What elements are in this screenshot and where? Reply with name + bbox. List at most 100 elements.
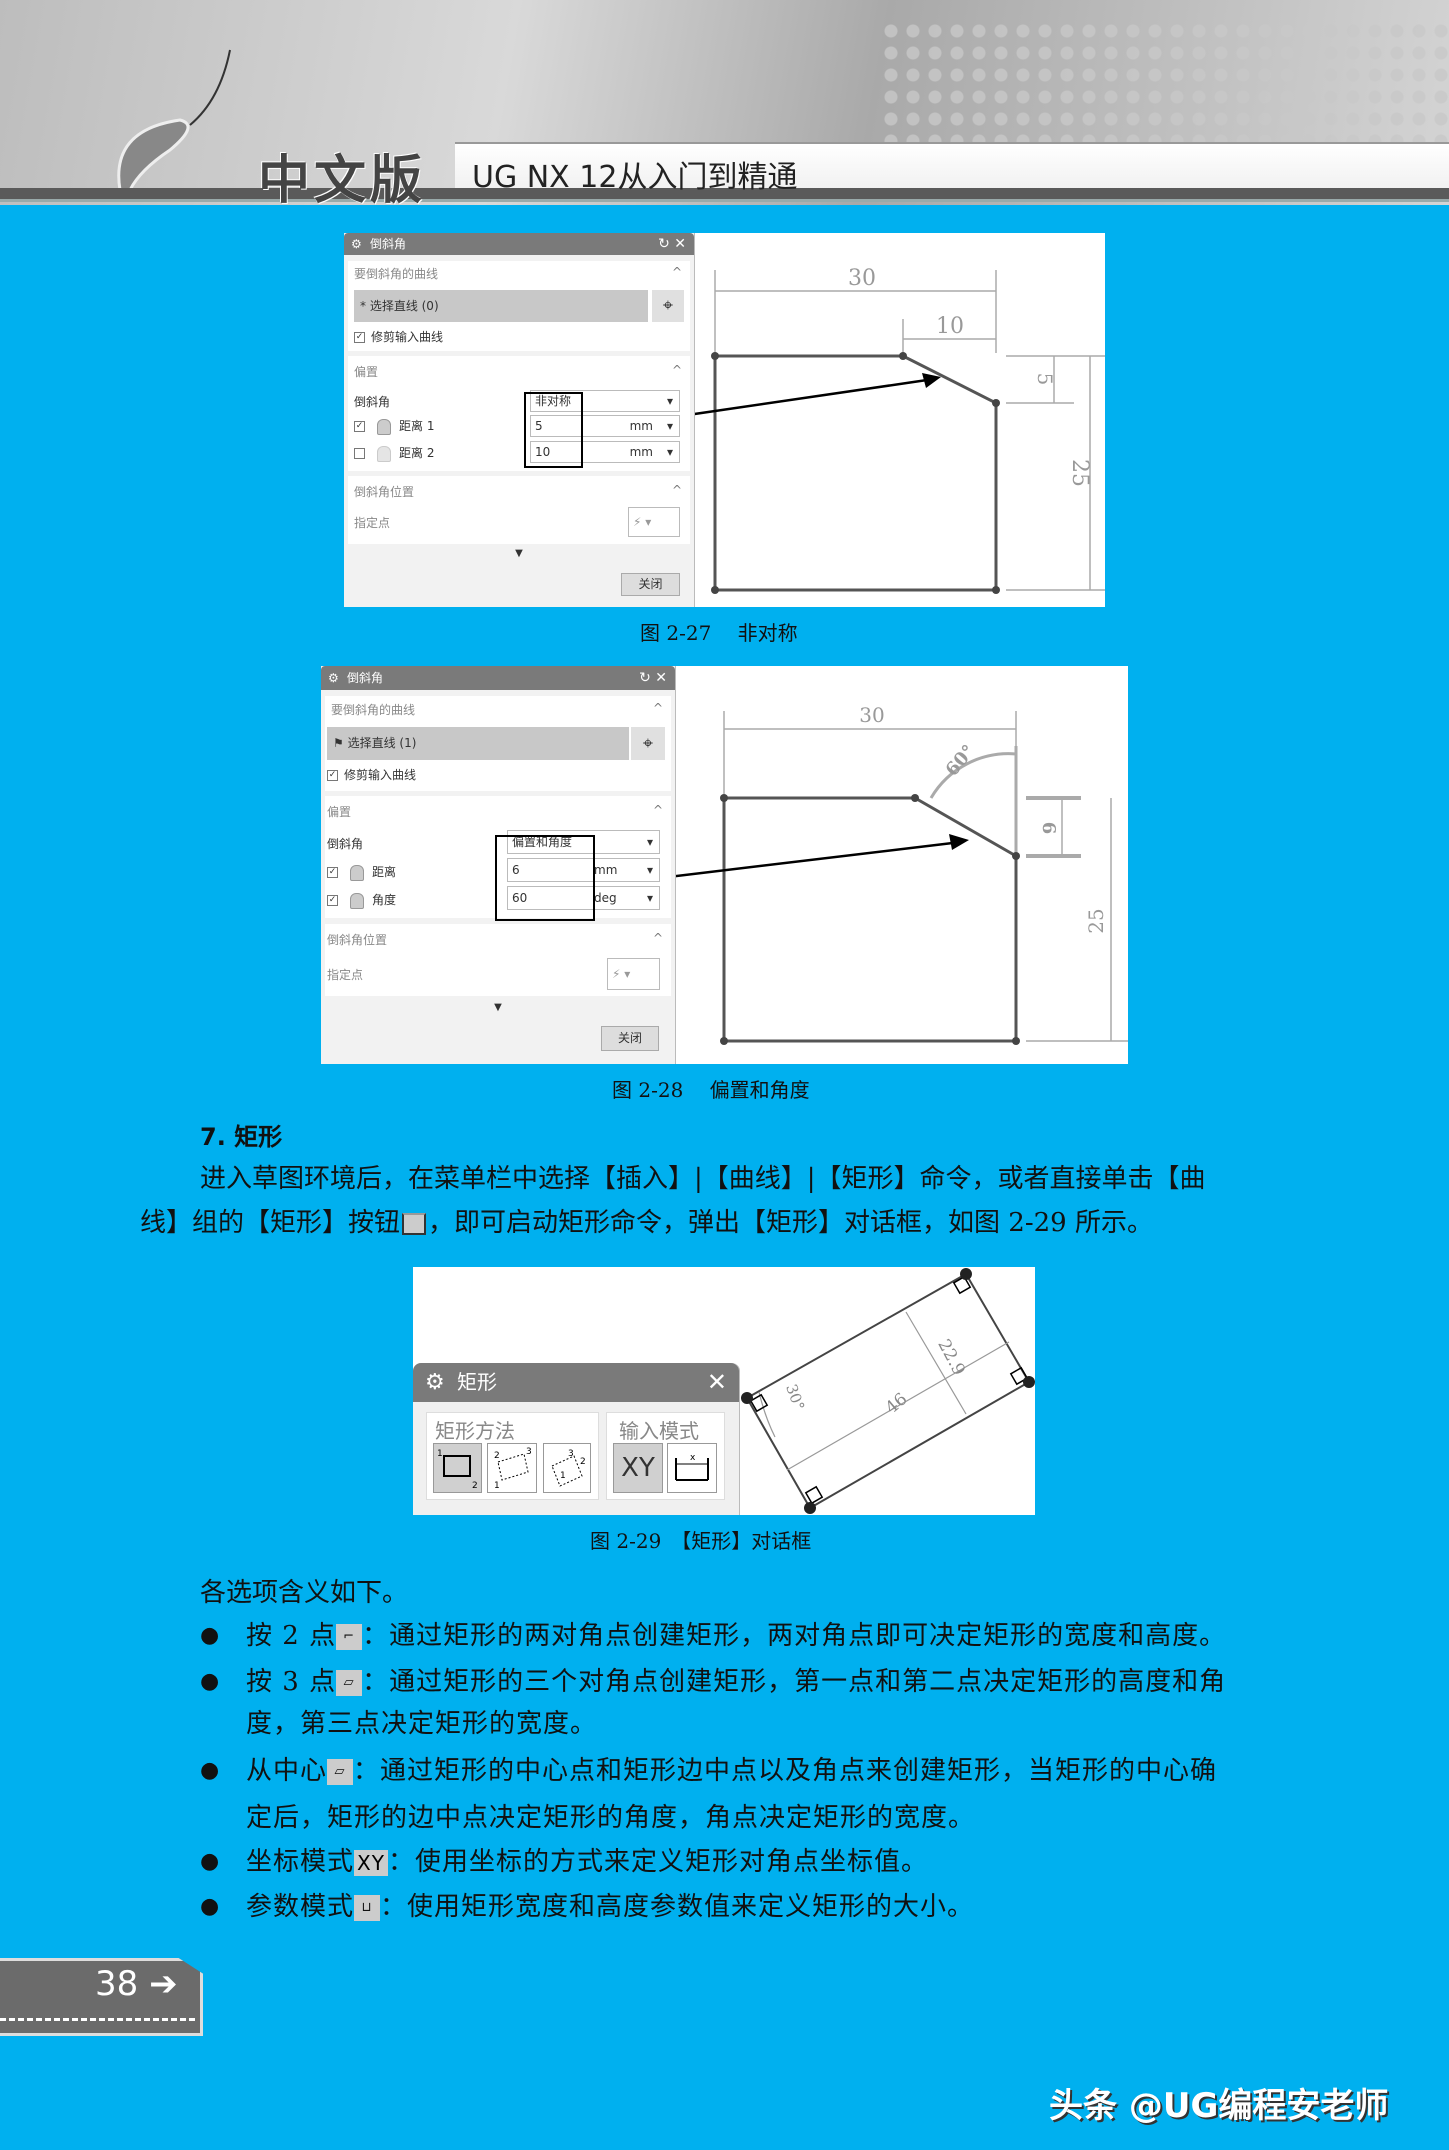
chamfer-type-select[interactable]: 非对称▾ (530, 390, 680, 412)
gear-icon[interactable]: ⚙ (351, 237, 362, 251)
lock-icon[interactable] (377, 418, 391, 435)
highlight-box (495, 835, 595, 921)
select-line-field[interactable]: ⚑ 选择直线 (1) (327, 727, 629, 760)
dim-height: 22.9 (933, 1336, 968, 1379)
xy-mode-icon: XY (354, 1850, 389, 1876)
dialog-title: 倒斜角 (347, 671, 384, 685)
trim-checkbox[interactable]: ✓ (354, 332, 365, 343)
close-icon[interactable]: ✕ (706, 1368, 727, 1396)
collapse-icon[interactable]: ^ (652, 931, 663, 945)
close-button[interactable]: 关闭 (621, 573, 680, 596)
options-intro: 各选项含义如下。 (200, 1578, 409, 1608)
dim-length: 46 (882, 1389, 911, 1418)
point-snap-button[interactable]: ⚡ ▾ (607, 958, 660, 990)
crosshair-icon[interactable]: ⌖ (652, 290, 684, 322)
chamfer-dialog: ⚙倒斜角↻ ✕ 要倒斜角的曲线^ * 选择直线 (0) ⌖ ✓修剪输入曲线 偏置… (344, 233, 695, 607)
reset-icon[interactable]: ↻ (658, 236, 670, 252)
expand-icon[interactable]: ▼ (494, 1002, 502, 1013)
book-title: UG NX 12从入门到精通 (472, 160, 798, 195)
expand-icon[interactable]: ▼ (515, 548, 523, 559)
close-icon[interactable]: ✕ (655, 670, 667, 686)
reset-icon[interactable]: ↻ (639, 670, 651, 686)
dim-height: 25 (1067, 459, 1092, 487)
lock-icon[interactable] (377, 445, 391, 462)
figure-2-27: 30 10 5 25 ⚙ 倒斜角 ↻ ✕ 要倒斜角的曲线 ^ * 选择直线 (0) ⌖… (344, 233, 1105, 607)
method-group-label: 矩形方法 (435, 1419, 515, 1443)
page-number: 38 ➔ (95, 1964, 178, 2004)
section-title: 要倒斜角的曲线 (331, 703, 416, 717)
angle-checkbox[interactable]: ✓ (327, 895, 338, 906)
svg-text:1: 1 (494, 1481, 500, 1491)
paragraph-line: 进入草图环境后，在菜单栏中选择【插入】|【曲线】|【矩形】命令，或者直接单击【曲 (200, 1164, 1206, 1194)
trim-label: 修剪输入曲线 (344, 768, 417, 782)
dim-chamfer-x: 10 (936, 314, 964, 339)
collapse-icon[interactable]: ^ (652, 803, 663, 817)
collapse-icon[interactable]: ^ (652, 701, 663, 715)
watermark: 头条 @UG编程安老师 (1049, 2086, 1389, 2126)
figure-caption: 图 2-29 【矩形】对话框 (590, 1529, 812, 1553)
center-rect-icon: ▱ (327, 1759, 354, 1785)
point-label: 指定点 (327, 968, 364, 982)
dim-width: 30 (859, 703, 884, 727)
three-point-rect-icon: ▱ (336, 1670, 363, 1696)
highlight-box (524, 392, 583, 468)
collapse-icon[interactable]: ^ (671, 483, 682, 497)
divider (0, 2018, 195, 2021)
gear-icon[interactable]: ⚙ (328, 671, 339, 685)
dim-angle: 60° (942, 741, 980, 781)
collapse-icon[interactable]: ^ (671, 363, 682, 377)
gear-icon[interactable]: ⚙ (425, 1370, 445, 1395)
two-point-rect-icon: ⌐ (336, 1624, 363, 1650)
svg-text:1: 1 (437, 1449, 443, 1459)
chamfer-label: 倒斜角 (327, 837, 364, 851)
chamfer-label: 倒斜角 (354, 395, 391, 409)
select-line-field[interactable]: * 选择直线 (0) (354, 290, 648, 322)
section-title: 要倒斜角的曲线 (354, 267, 439, 281)
xy-mode-button[interactable]: XY (613, 1443, 663, 1493)
lock-icon[interactable] (350, 864, 364, 881)
close-button[interactable]: 关闭 (601, 1026, 659, 1051)
crosshair-icon[interactable]: ⌖ (631, 727, 665, 760)
dim-angle: 30° (782, 1382, 808, 1413)
trim-checkbox[interactable]: ✓ (327, 770, 338, 781)
close-icon[interactable]: ✕ (674, 236, 686, 252)
arrow-right-icon: ➔ (149, 1964, 178, 2004)
paragraph-line: 线】组的【矩形】按钮，即可启动矩形命令，弹出【矩形】对话框，如图 2-29 所示… (140, 1208, 1153, 1238)
parameter-mode-button[interactable]: x (667, 1443, 717, 1493)
point-label: 指定点 (354, 516, 391, 530)
header-bar (0, 188, 1449, 202)
lock-icon[interactable] (350, 892, 364, 909)
svg-text:2: 2 (494, 1451, 500, 1461)
header-dot-pattern (880, 20, 1449, 150)
svg-text:2: 2 (472, 1481, 478, 1491)
distance1-checkbox[interactable]: ✓ (354, 421, 365, 432)
mode-group-label: 输入模式 (619, 1419, 699, 1443)
svg-text:3: 3 (568, 1449, 574, 1459)
dialog-title: 倒斜角 (370, 237, 407, 251)
section-title: 倒斜角位置 (354, 485, 415, 499)
distance2-checkbox[interactable] (354, 448, 365, 459)
rectangle-button-icon (402, 1213, 427, 1235)
svg-text:1: 1 (560, 1471, 566, 1481)
chamfer-sketch-asymmetric: 30 10 5 25 (584, 266, 1105, 594)
point-snap-button[interactable]: ⚡ ▾ (628, 507, 680, 537)
rotated-rectangle-sketch: 22.9 46 30° (741, 1268, 1035, 1514)
figure-2-28: 30 60° 6 25 ⚙倒斜角↻ ✕ 要倒斜角的曲线^ ⚑ 选择直线 (1) … (321, 666, 1128, 1064)
collapse-icon[interactable]: ^ (671, 265, 682, 279)
svg-text:2: 2 (580, 1457, 586, 1467)
chamfer-type-select[interactable]: 偏置和角度▾ (507, 830, 660, 854)
distance-checkbox[interactable]: ✓ (327, 867, 338, 878)
trim-label: 修剪输入曲线 (371, 330, 444, 344)
chamfer-dialog: ⚙ 倒斜角 ↻ ✕ 要倒斜角的曲线 ^ ⚑ 选择直线 (1) ⌖ ✓ 修剪输入曲线 偏置… (321, 666, 676, 1064)
flag-icon: ⚑ (333, 736, 348, 750)
edition-label: 中文版 (258, 151, 427, 211)
